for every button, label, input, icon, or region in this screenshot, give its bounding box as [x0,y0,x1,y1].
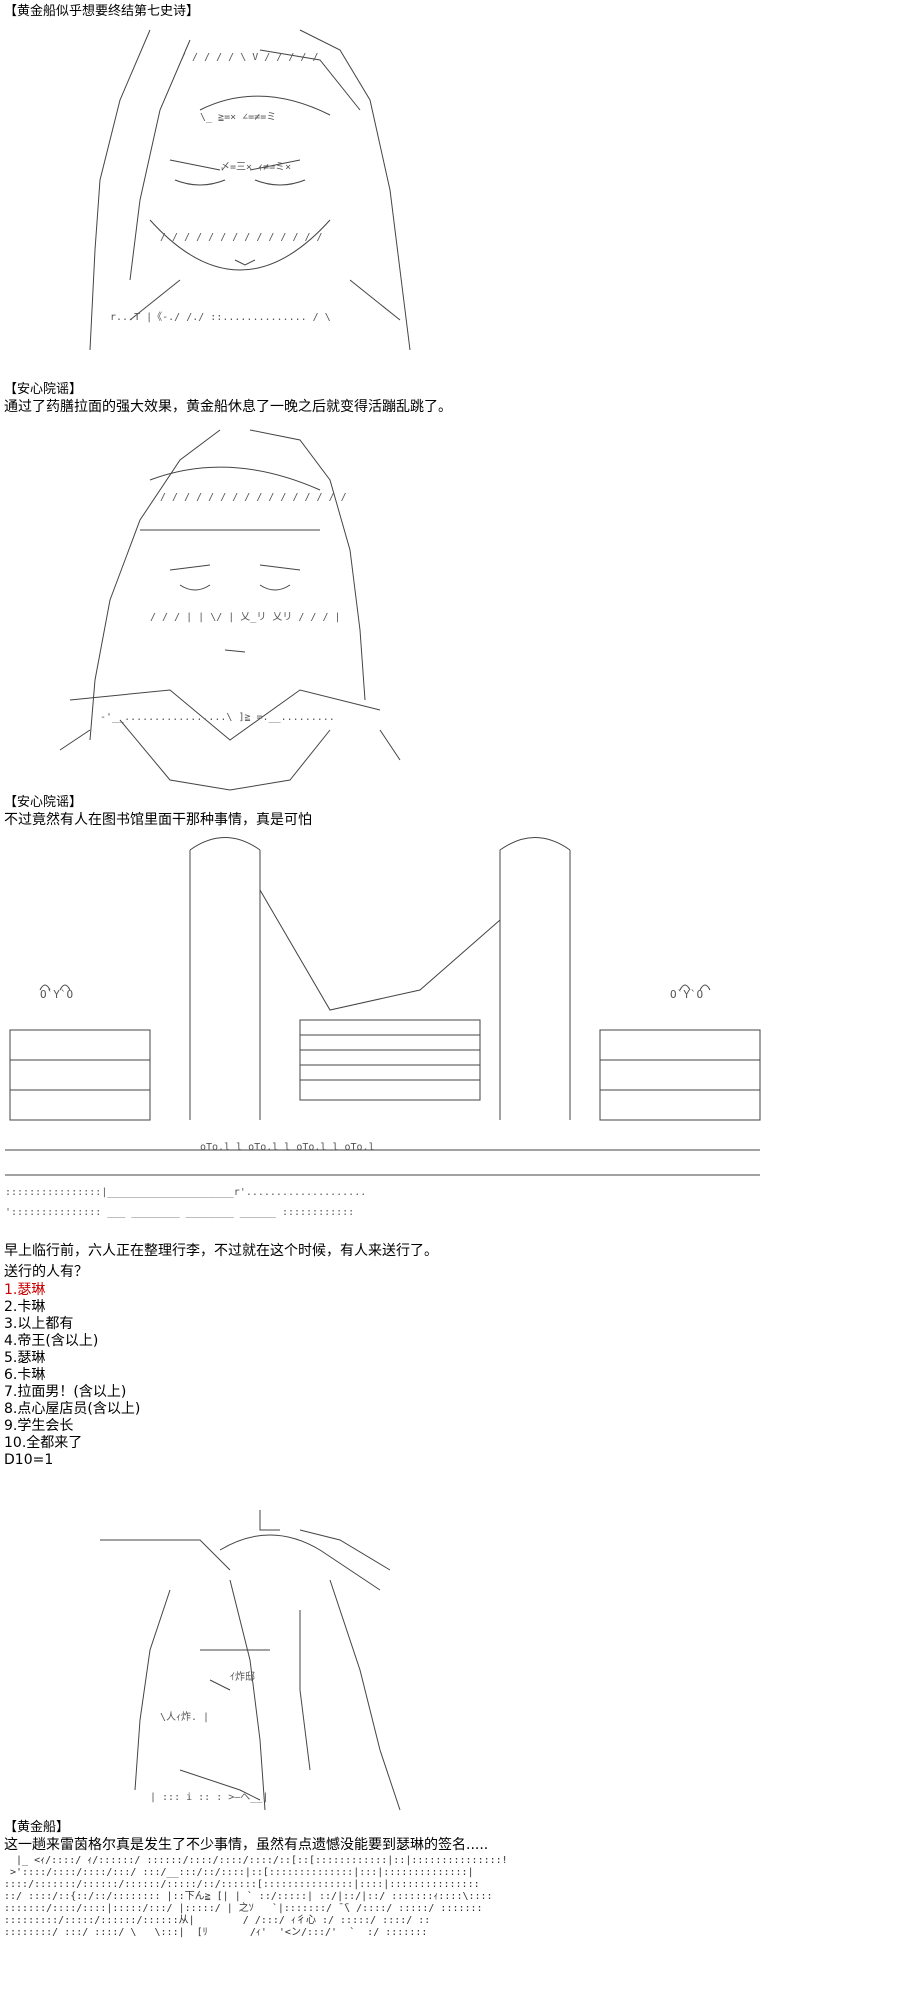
svg-text:ｲ炸邸: ｲ炸邸 [230,1670,255,1683]
svg-text:/ / / / / / / / / / / / / /: / / / / / / / / / / / / / / [160,232,323,243]
svg-text:O`Y`O: O`Y`O [670,988,703,1001]
dice-result: D10=1 [4,1452,54,1468]
dialogue-line: 不过竟然有人在图书馆里面干那种事情，真是可怕 [4,812,312,828]
speaker-label-ajimu: 【安心院谣】 [4,795,83,810]
ascii-art-ajimu: / / / / / / / / / / / / / / / / / / / | … [59,429,401,791]
ascii-art-bottom: |_ <ｨ/::::/ ｨ/::::::/ ::::::/::::/::::/:… [4,1855,508,1938]
ascii-art-castle: O`Y`O O`Y`O oTo.l l oTo.l l oTo.l l oTo.… [5,837,761,1218]
option-item: 5.瑟琳 [4,1350,46,1366]
dialogue-line: 这一趟来雷茵格尔真是发生了不少事情，虽然有点遗憾没能要到瑟琳的签名..... [4,1837,489,1853]
speaker-label-gold-ship: 【黄金船似乎想要终结第七史诗】 [4,4,200,19]
speaker-label-ajimu: 【安心院谣】 [4,382,83,397]
speaker-label-gold-ship: 【黄金船】 [4,1820,70,1835]
svg-text:r...T |《-./ /./ ::..........: r...T |《-./ /./ ::.............. / \ [110,311,331,323]
svg-text:| ::: i :: : >―へ__|: | ::: i :: : >―へ__| [150,1792,268,1803]
option-item: 2.卡琳 [4,1299,46,1315]
svg-text:/ / / / / / / / / / / / / / /: / / / / / / / / / / / / / / / / [160,492,347,503]
svg-text:::::::::::::::::|_____________: ::::::::::::::::|_____________________r'… [5,1187,366,1198]
option-item: 7.拉面男！(含以上) [4,1384,127,1400]
option-item: 8.点心屋店员(含以上) [4,1401,141,1417]
question-text: 送行的人有？ [4,1264,88,1280]
svg-text:\人ｨ炸. |: \人ｨ炸. | [160,1711,209,1723]
svg-text:/ / / / / \ V / / / / /: / / / / / \ V / / / / / [180,52,318,63]
ascii-art-gold-ship-side: ｲ炸邸 \人ｨ炸. | | ::: i :: : >―へ__| [100,1510,401,1811]
option-item: 6.卡琳 [4,1367,46,1383]
svg-text:\_ ≧=× ∠=≠=ミ: \_ ≧=× ∠=≠=ミ [200,112,276,123]
ascii-art-gold-ship: / / / / / \ V / / / / / \_ ≧=× ∠=≠=ミ 〆=三… [89,29,411,351]
option-item: 1.瑟琳 [4,1282,46,1298]
option-item: 3.以上都有 [4,1316,74,1332]
option-list: 1.瑟琳 2.卡琳 3.以上都有 4.帝王(含以上) 5.瑟琳 6.卡琳 7.拉… [4,1282,140,1469]
dialogue-line: 通过了药膳拉面的强大效果，黄金船休息了一晚之后就变得活蹦乱跳了。 [4,399,452,415]
svg-text:O`Y`O: O`Y`O [40,988,73,1001]
svg-text:'::::::::::::::: ___ ________: '::::::::::::::: ___ ________ ________ _… [5,1207,354,1218]
svg-text:/ / / | | \/ | 乂_リ 乂リ / / /: / / / | | \/ | 乂_リ 乂リ / / / | [150,612,341,623]
svg-text:〆=三× ｨ≠=ミ×: 〆=三× ｨ≠=ミ× [220,162,291,173]
svg-text:oTo.l l oTo.l l oTo.l l: oTo.l l oTo.l l oTo.l l oTo.l [200,1142,375,1153]
option-item: 9.学生会长 [4,1418,74,1434]
option-item: 4.帝王(含以上) [4,1333,99,1349]
svg-text:-'__.................\ ]≧ =.__: -'__.................\ ]≧ =.__......... [100,712,335,723]
option-item: 10.全都来了 [4,1435,83,1451]
narration-line: 早上临行前，六人正在整理行李，不过就在这个时候，有人来送行了。 [4,1243,438,1259]
